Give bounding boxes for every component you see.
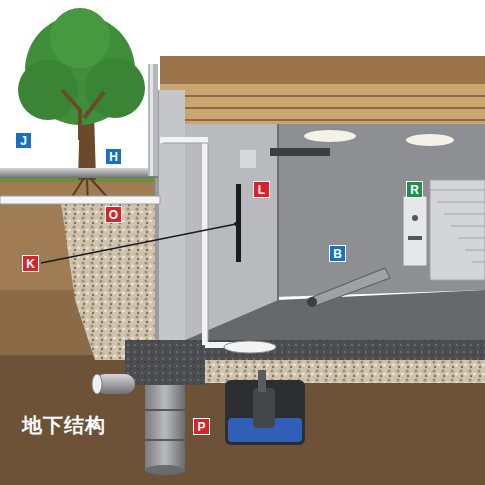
callout-letter: H <box>109 151 118 163</box>
leader-line <box>41 224 236 263</box>
callout-letter: B <box>333 248 342 260</box>
callout-badge: L <box>253 181 270 198</box>
callout-badge: O <box>105 206 122 223</box>
callout-badge: R <box>406 181 423 198</box>
pipes <box>0 64 390 394</box>
sump-pit <box>225 370 305 445</box>
callout-badge: P <box>193 418 210 435</box>
callout-letter: R <box>410 184 419 196</box>
callout-letter: K <box>26 258 35 270</box>
wall-crack-and-dehumidifier <box>236 150 427 266</box>
lights <box>304 130 454 146</box>
section-title: 地下结构 <box>22 414 106 436</box>
callout-badge: K <box>22 255 39 272</box>
callout-badge: B <box>329 245 346 262</box>
callout-letter: J <box>20 135 27 147</box>
section-title-box: 地下结构 <box>22 412 106 439</box>
house-structure <box>125 56 485 475</box>
callout-letter: P <box>197 421 205 433</box>
callout-letter: O <box>109 209 118 221</box>
callout-badge: J <box>15 132 32 149</box>
callout-badge: H <box>105 148 122 165</box>
callout-letter: L <box>258 184 265 196</box>
